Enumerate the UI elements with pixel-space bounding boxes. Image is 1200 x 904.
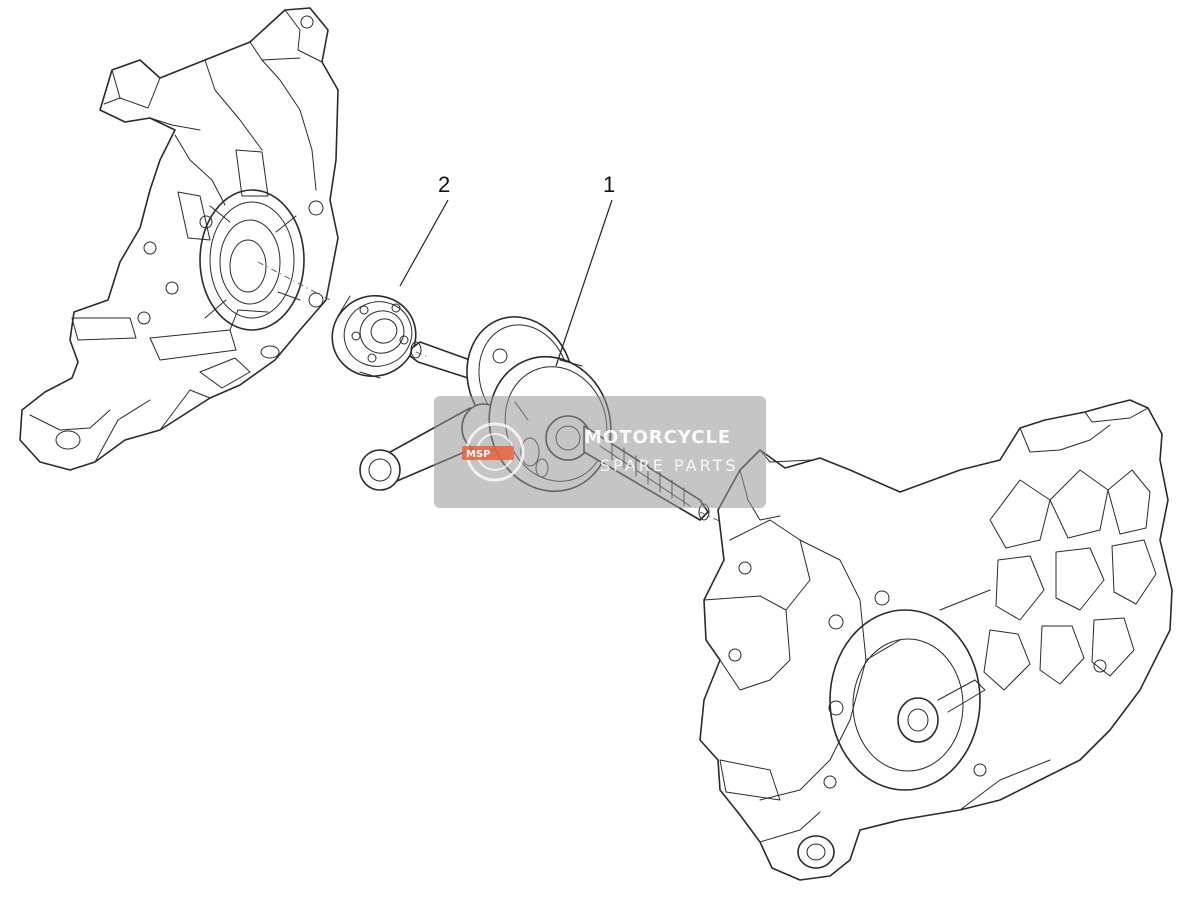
watermark-line1: MOTORCYCLE bbox=[584, 427, 732, 448]
callout-label-1: 1 bbox=[603, 172, 615, 197]
callout-leader-1 bbox=[555, 199, 613, 367]
watermark-line2: SPARE PARTS bbox=[600, 456, 739, 475]
left-crankcase-half bbox=[19, 7, 339, 471]
gear-logo-icon: MSP bbox=[462, 422, 525, 482]
callout-leader-2 bbox=[399, 199, 449, 287]
callout-2: 2 bbox=[399, 172, 450, 287]
watermark-badge: MSP MOTORCYCLE SPARE PARTS bbox=[434, 396, 766, 508]
bearing-part bbox=[331, 294, 417, 379]
right-crankcase-half bbox=[699, 399, 1173, 881]
callout-label-2: 2 bbox=[438, 172, 450, 197]
svg-text:MSP: MSP bbox=[466, 449, 490, 460]
callout-1: 1 bbox=[555, 172, 615, 367]
